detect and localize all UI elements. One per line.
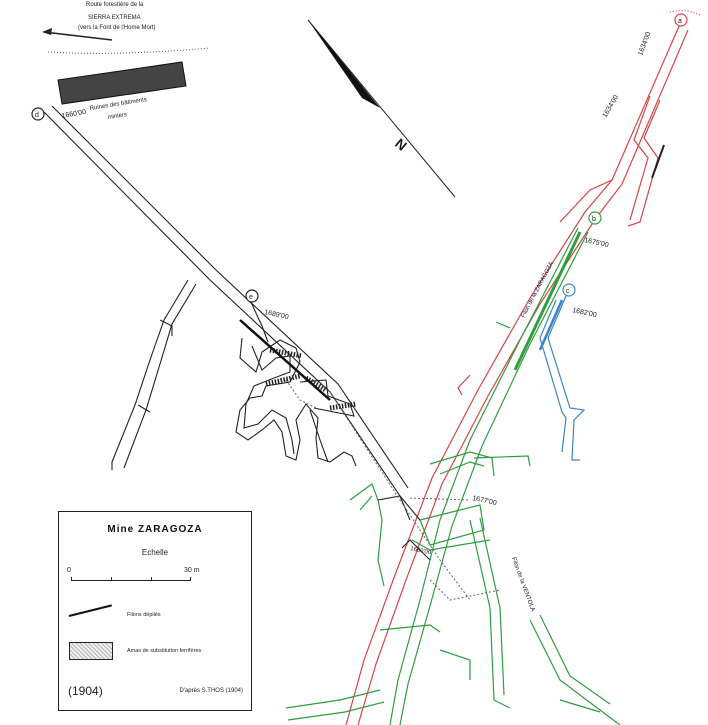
point-e-marker bbox=[245, 289, 259, 303]
point-c-marker bbox=[562, 283, 576, 297]
point-d-marker bbox=[31, 107, 45, 121]
vein-zaragoza-label: Filon de la ZARAGOZA bbox=[520, 261, 555, 319]
altitude-mid: 1677'00 bbox=[472, 495, 498, 507]
year-label: (1904) bbox=[68, 684, 103, 698]
road-indicator: Route forestière de la SIERRA EXTREMA (v… bbox=[42, 2, 211, 54]
blue-vein-mark bbox=[538, 299, 564, 351]
red-vein-mark bbox=[651, 144, 665, 179]
vein-ventola-label: Filon de la VENTOLA bbox=[510, 557, 535, 613]
black-gallery bbox=[43, 105, 431, 561]
legend-scale-max: 30 m bbox=[184, 567, 200, 574]
altitude-a2: 1634'00 bbox=[602, 94, 620, 119]
black-vein-mark bbox=[239, 319, 331, 401]
point-a-altitude: 1634'00 bbox=[637, 31, 652, 57]
point-a-letter: a bbox=[678, 18, 682, 25]
legend-scale-label: Echelle bbox=[141, 548, 169, 557]
point-e-altitude: 1689'00 bbox=[264, 309, 290, 321]
road-label-line1: Route forestière de la bbox=[86, 2, 144, 8]
road-label-line2: SIERRA EXTREMA bbox=[88, 15, 141, 21]
legend-area-swatch bbox=[69, 642, 113, 660]
point-c-letter: c bbox=[566, 288, 570, 295]
point-b-marker bbox=[588, 211, 602, 225]
legend-scale-bar bbox=[71, 577, 191, 581]
road-label-line3: (vers la Font de l'Home Mort) bbox=[78, 25, 156, 31]
legend-line-swatch bbox=[68, 604, 112, 617]
legend-line-label: Filons dépilés bbox=[127, 612, 161, 618]
red-gallery bbox=[345, 9, 701, 725]
point-b-altitude: 1675'00 bbox=[584, 237, 610, 249]
north-arrow: N bbox=[307, 19, 456, 198]
blue-gallery bbox=[539, 295, 586, 461]
point-d-letter: d bbox=[35, 112, 39, 119]
legend-box: Mine ZARAGOZA Echelle 0 30 m Filons dépi… bbox=[58, 511, 252, 711]
dashed-connections bbox=[285, 379, 501, 601]
legend-scale-min: 0 bbox=[67, 567, 71, 574]
legend-area-label: Amas de substitution ferrifères bbox=[127, 648, 202, 654]
point-a-marker bbox=[674, 13, 688, 27]
ruins-label-line2: miniers bbox=[107, 112, 127, 121]
north-label: N bbox=[392, 135, 410, 154]
point-b-letter: b bbox=[592, 216, 596, 223]
legend-title: Mine ZARAGOZA bbox=[107, 524, 203, 535]
point-c-altitude: 1682'00 bbox=[572, 307, 598, 319]
green-gallery bbox=[285, 227, 621, 725]
point-d-altitude: 1660'00 bbox=[61, 109, 87, 120]
point-e-letter: e bbox=[249, 294, 253, 301]
altitude-low: 1660'00 bbox=[410, 546, 433, 556]
green-vein-mark bbox=[513, 231, 582, 371]
legend-source: D'après S.THOS (1904) bbox=[179, 688, 243, 694]
